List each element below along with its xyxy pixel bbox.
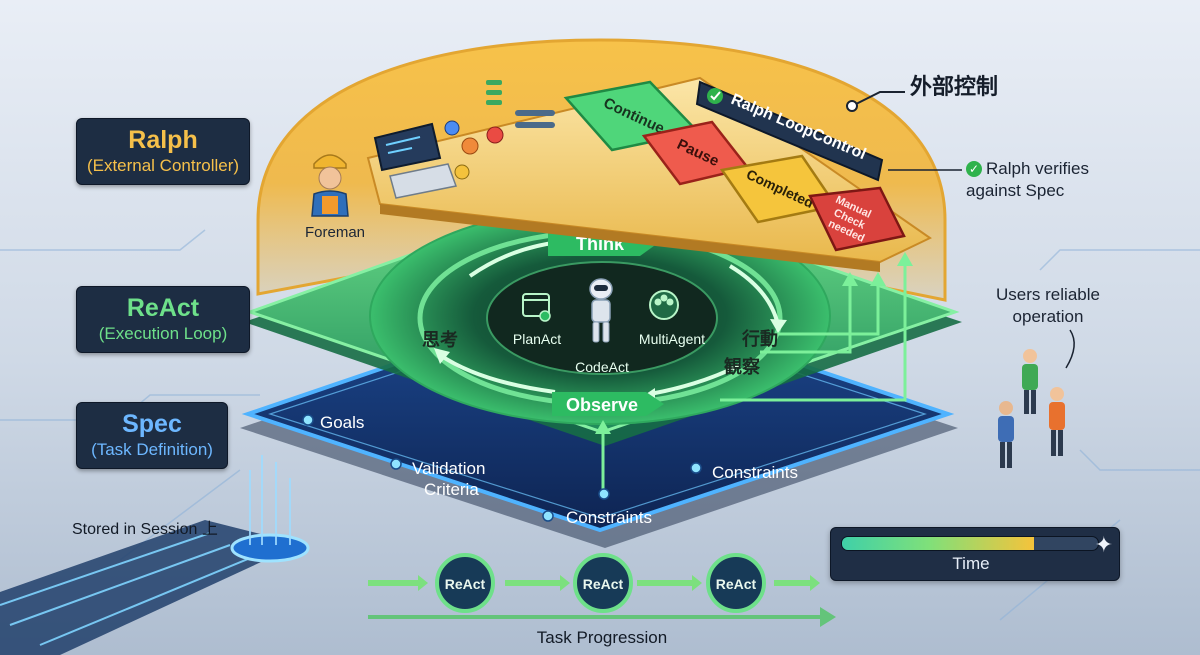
verify-text: Ralph verifies against Spec: [966, 159, 1089, 200]
time-label: Time: [952, 554, 990, 573]
time-progress-track: [841, 536, 1099, 551]
multiagent-icon: [649, 290, 679, 320]
external-callout: [855, 91, 905, 105]
codeact-label: CodeAct: [575, 359, 629, 375]
react-cycle-3: ReAct: [706, 553, 766, 613]
verified-check-icon: ✓: [966, 161, 982, 177]
observe-banner: Observe: [552, 392, 664, 416]
dial-orange: [461, 137, 479, 155]
spec-title: Spec: [122, 410, 182, 438]
users-note-line1: Users reliable: [996, 285, 1100, 304]
foreman-label: Foreman: [305, 224, 365, 241]
slider-bars: [515, 110, 555, 128]
react-cycle-2-label: ReAct: [583, 576, 624, 592]
completed-button[interactable]: Completed: [719, 154, 839, 224]
foreman-figure: [311, 154, 349, 217]
dial-red: [486, 126, 504, 144]
react-cycle-1-label: ReAct: [445, 576, 486, 592]
hardhat-icon: [313, 154, 347, 169]
spec-points: [302, 414, 702, 522]
task-progression-arrowhead: [820, 607, 836, 627]
multiagent-label: MultiAgent: [639, 331, 705, 347]
progression-arrows: [368, 575, 820, 591]
thought-label: 思考: [422, 329, 458, 350]
ralph-layer-label: Ralph (External Controller): [76, 118, 250, 185]
validation-label-2: Criteria: [424, 480, 479, 499]
session-disk: [230, 533, 310, 563]
react-cycle-3-label: ReAct: [716, 576, 757, 592]
pause-button[interactable]: Pause: [641, 120, 751, 186]
planact-label: PlanAct: [513, 331, 561, 347]
observe-label: Observe: [566, 395, 638, 415]
react-layer-label: ReAct (Execution Loop): [76, 286, 250, 353]
planact-icon: [522, 293, 551, 322]
react-title: ReAct: [126, 294, 200, 322]
spec-layer-label: Spec (Task Definition): [76, 402, 228, 469]
users-note: Users reliable operation: [988, 284, 1108, 328]
observation-label: 観察: [724, 356, 761, 377]
goals-label: Goals: [320, 413, 364, 432]
action-label: 行動: [741, 328, 778, 349]
monitor-lines: [385, 136, 421, 154]
time-progress-fill: [842, 537, 1034, 550]
callout-dot: [846, 100, 858, 112]
manual-check-button[interactable]: Manual Check needed: [808, 186, 906, 252]
task-progression-label: Task Progression: [537, 628, 667, 647]
monitor-screen: [373, 122, 442, 172]
check-icon: [707, 88, 723, 104]
react-subtitle: (Execution Loop): [98, 324, 228, 343]
validation-label-1: Validation: [412, 459, 485, 478]
sparkle-icon: ✦: [1094, 532, 1113, 557]
robot-icon: [589, 278, 613, 343]
user-figures: [998, 329, 1075, 468]
spec-subtitle: (Task Definition): [91, 440, 213, 459]
users-note-line2: operation: [1012, 307, 1084, 326]
time-progress-panel: ✦ Time: [830, 527, 1120, 581]
storage-label: Stored in Session 上: [72, 520, 218, 538]
constraints-right-label: Constraints: [712, 463, 798, 482]
keyboard: [389, 163, 458, 199]
constraints-front-label: Constraints: [566, 508, 652, 527]
indicator-lights: [486, 80, 502, 105]
react-cycle-2: ReAct: [573, 553, 633, 613]
react-cycle-1: ReAct: [435, 553, 495, 613]
external-control-note: 外部控制: [910, 74, 999, 99]
ralph-title: Ralph: [128, 126, 198, 154]
joystick-knob: [444, 120, 460, 136]
dial-yellow: [454, 164, 470, 180]
data-stream: [0, 455, 310, 655]
ralph-subtitle: (External Controller): [86, 156, 240, 175]
verify-note: ✓Ralph verifies against Spec: [966, 158, 1106, 202]
